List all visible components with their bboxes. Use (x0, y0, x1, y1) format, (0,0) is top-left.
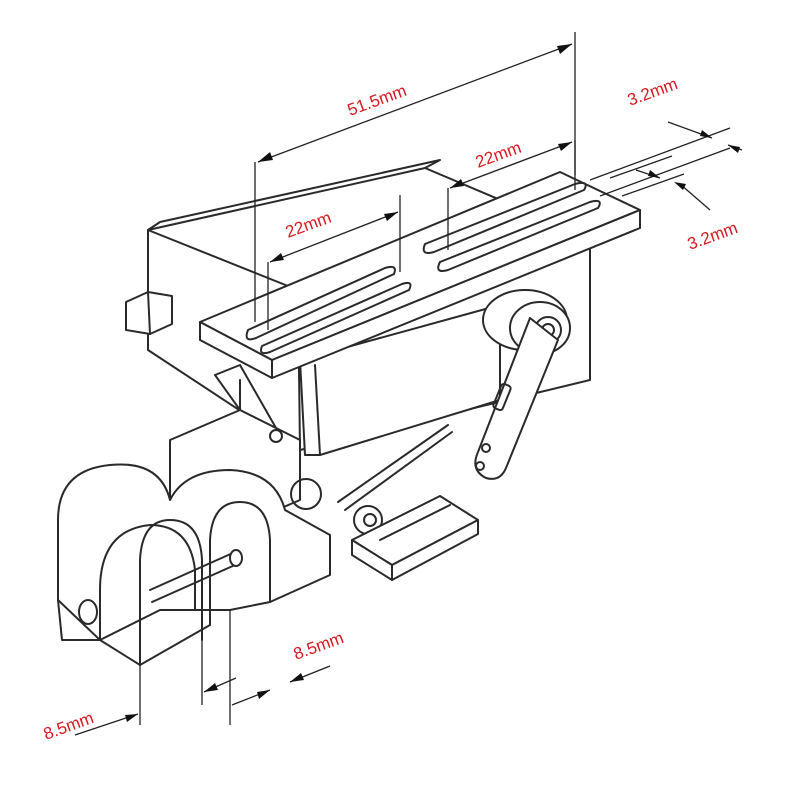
label-offset-lower: 3.2mm (685, 218, 740, 254)
dimension-slot-left (267, 195, 401, 330)
servo-side-tab (125, 291, 173, 335)
dimension-offset (589, 121, 743, 211)
plate-slot-right (422, 181, 601, 272)
dimension-clevis (74, 610, 331, 736)
clevis-mount (57, 463, 331, 666)
dimension-slot-right (447, 140, 576, 250)
plate-slot-left (245, 265, 412, 355)
push-rod (337, 424, 453, 535)
bracket-pedal (351, 495, 479, 581)
label-overall-span: 51.5mm (345, 81, 409, 120)
label-clevis-left: 8.5mm (41, 708, 96, 744)
servo-horn (474, 289, 571, 480)
label-right-slot: 22mm (473, 138, 524, 172)
label-clevis-right: 8.5mm (291, 628, 346, 664)
label-offset-upper: 3.2mm (625, 74, 680, 110)
servo-front-face (299, 304, 501, 456)
